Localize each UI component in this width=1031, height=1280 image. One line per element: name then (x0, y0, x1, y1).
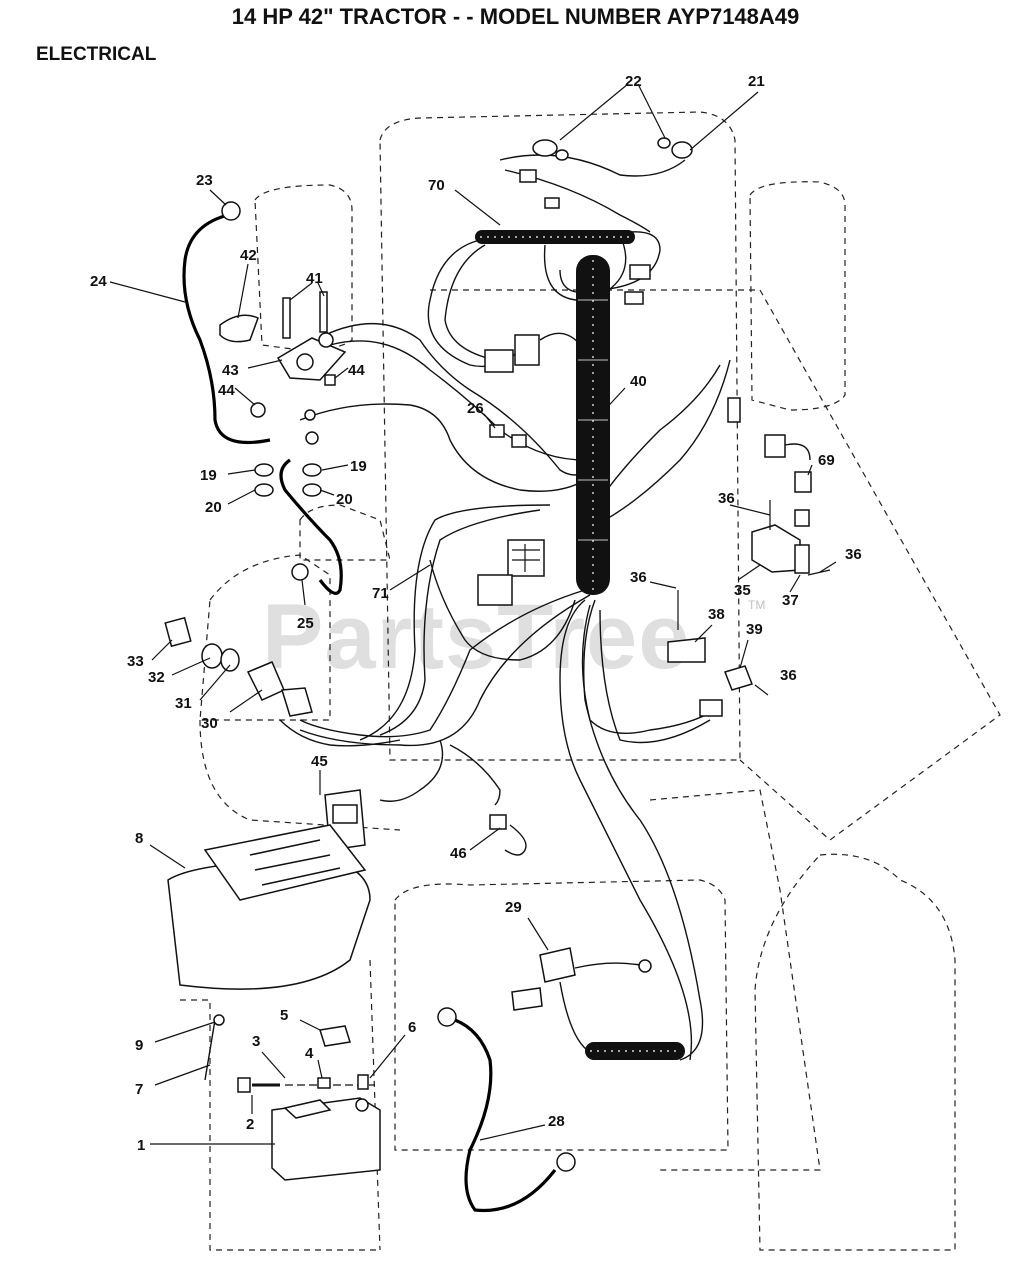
battery-cables (182, 201, 576, 1213)
coiled-sheath-70 (475, 230, 635, 244)
callout-33: 33 (127, 653, 144, 670)
ignition-switch-parts (164, 616, 313, 717)
callout-69: 69 (818, 452, 835, 469)
callout-1: 1 (137, 1137, 145, 1154)
callout-3: 3 (252, 1033, 260, 1050)
callout-29: 29 (505, 899, 522, 916)
battery-assembly (167, 824, 381, 1181)
callout-37: 37 (782, 592, 799, 609)
callout-7: 7 (135, 1081, 143, 1098)
callout-38: 38 (708, 606, 725, 623)
callout-labels: 1 2 3 4 5 6 7 8 9 19 19 20 20 21 22 23 2… (90, 73, 862, 1154)
callout-39: 39 (746, 621, 763, 638)
callout-42: 42 (240, 247, 257, 264)
callout-35: 35 (734, 582, 751, 599)
callout-70: 70 (428, 177, 445, 194)
callout-9: 9 (135, 1037, 143, 1054)
callout-5: 5 (280, 1007, 288, 1024)
callout-36-right: 36 (845, 546, 862, 563)
seat-switch-bracket (667, 434, 831, 696)
light-bulbs (532, 137, 693, 161)
callout-36-mid: 36 (630, 569, 647, 586)
callout-32: 32 (148, 669, 165, 686)
callout-40: 40 (630, 373, 647, 390)
part-29-relay (511, 947, 685, 1060)
coiled-sheath-40 (576, 255, 610, 595)
callout-19-right: 19 (350, 458, 367, 475)
callout-71: 71 (372, 585, 389, 602)
tractor-outline (180, 111, 1001, 1251)
callout-23: 23 (196, 172, 213, 189)
callout-20-right: 20 (336, 491, 353, 508)
watermark: PartsTree (262, 586, 691, 688)
section-title: ELECTRICAL (36, 44, 157, 65)
page-title: 14 HP 42" TRACTOR - - MODEL NUMBER AYP71… (231, 4, 800, 29)
callout-6: 6 (408, 1019, 416, 1036)
callout-25: 25 (297, 615, 314, 632)
callout-36-top: 36 (718, 490, 735, 507)
harness-connectors (477, 169, 741, 717)
callout-44-right: 44 (348, 362, 365, 379)
wiring-harness-body (279, 154, 731, 1061)
callout-41: 41 (306, 270, 323, 287)
callout-22: 22 (625, 73, 642, 90)
watermark-trademark: TM (748, 598, 766, 612)
callout-24: 24 (90, 273, 107, 290)
callout-26: 26 (467, 400, 484, 417)
callout-19-left: 19 (200, 467, 217, 484)
callout-4: 4 (305, 1045, 314, 1062)
callout-45: 45 (311, 753, 328, 770)
callout-46: 46 (450, 845, 467, 862)
parts-45-46 (324, 789, 507, 851)
callout-31: 31 (175, 695, 192, 712)
callout-2: 2 (246, 1116, 254, 1133)
callout-28: 28 (548, 1113, 565, 1130)
callout-21: 21 (748, 73, 765, 90)
callout-leader-lines (109, 83, 837, 1145)
callout-8: 8 (135, 830, 143, 847)
callout-43: 43 (222, 362, 239, 379)
callout-36-bottom: 36 (780, 667, 797, 684)
callout-44-left: 44 (218, 382, 235, 399)
callout-20-left: 20 (205, 499, 222, 516)
callout-30: 30 (201, 715, 218, 732)
